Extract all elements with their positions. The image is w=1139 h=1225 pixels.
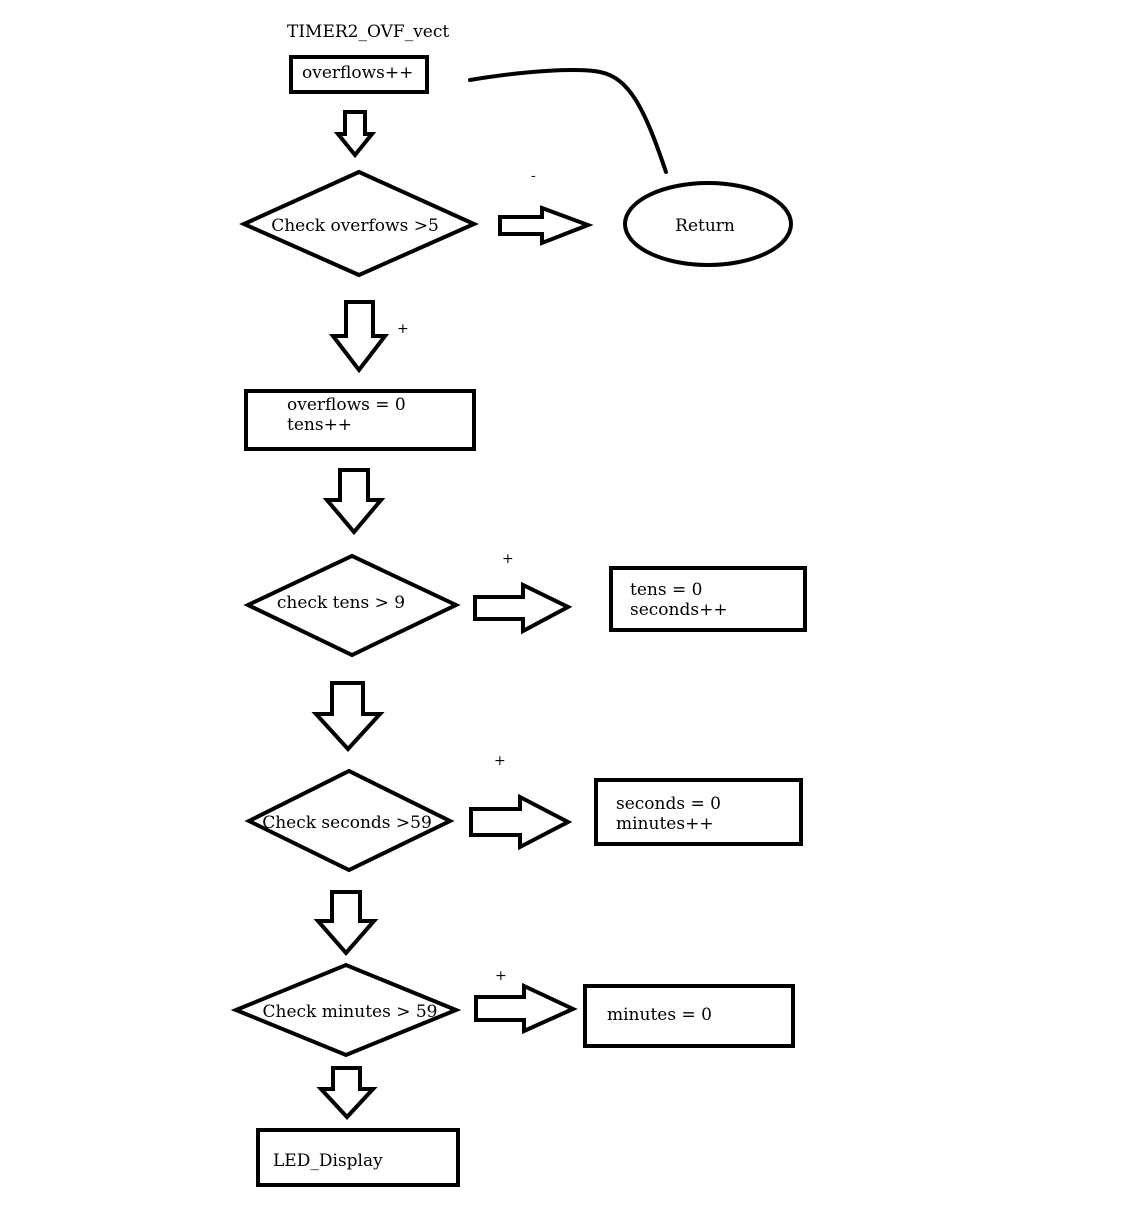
- flow-arrow-down: [333, 110, 377, 159]
- flow-arrow-right: [498, 205, 594, 246]
- node-label: LED_Display: [273, 1151, 383, 1171]
- edge-label-true: +: [494, 753, 506, 769]
- node-label: Check overfows >5: [271, 216, 439, 236]
- node-label: check tens > 9: [277, 593, 405, 613]
- flow-arrow-down: [322, 468, 386, 536]
- node-label: Check seconds >59: [262, 813, 432, 833]
- flow-arrow-down: [311, 681, 385, 752]
- decision-check-tens: check tens > 9: [243, 553, 461, 658]
- edge-label-false: -: [531, 168, 536, 184]
- node-label: overflows = 0: [287, 395, 406, 415]
- flow-arrow-down: [328, 300, 390, 374]
- node-label: Return: [675, 216, 735, 236]
- process-overflows-increment: overflows++: [289, 55, 429, 94]
- process-reset-minutes: minutes = 0: [583, 984, 795, 1048]
- return-connector: [468, 68, 668, 174]
- flow-arrow-right: [469, 793, 573, 851]
- flow-arrow-down: [313, 890, 379, 957]
- edge-label-true: +: [495, 968, 507, 984]
- node-label: minutes = 0: [607, 1005, 712, 1025]
- decision-check-overflows: Check overfows >5: [239, 169, 479, 278]
- process-reset-tens: tens = 0 seconds++: [609, 566, 807, 632]
- process-reset-overflows: overflows = 0 tens++: [244, 389, 476, 451]
- node-label: minutes++: [616, 814, 714, 834]
- flowchart-title: TIMER2_OVF_vect: [287, 22, 449, 42]
- node-label: overflows++: [302, 63, 413, 83]
- terminator-return: Return: [623, 181, 793, 267]
- node-label: tens = 0: [630, 580, 702, 600]
- decision-check-seconds: Check seconds >59: [244, 768, 455, 873]
- edge-label-true: +: [502, 551, 514, 567]
- node-label: Check minutes > 59: [263, 1002, 438, 1022]
- node-label: seconds++: [630, 600, 728, 620]
- node-label: seconds = 0: [616, 794, 721, 814]
- process-reset-seconds: seconds = 0 minutes++: [594, 778, 803, 846]
- flow-arrow-down: [316, 1066, 378, 1120]
- flow-arrow-right: [474, 982, 578, 1035]
- decision-check-minutes: Check minutes > 59: [230, 962, 462, 1058]
- process-led-display: LED_Display: [256, 1128, 460, 1187]
- node-label: tens++: [287, 415, 352, 435]
- flow-arrow-right: [473, 581, 573, 635]
- edge-label-true: +: [397, 321, 409, 337]
